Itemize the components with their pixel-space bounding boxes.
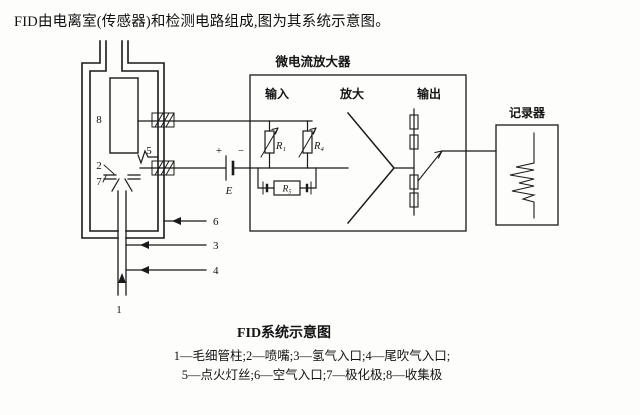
hydrogen-inlet-number-label: 3 (213, 240, 219, 252)
r1-label: R₁ (275, 141, 286, 152)
label-leaders (102, 164, 115, 183)
gain-section-label: 放大 (339, 86, 364, 101)
recorder: 记录器 (495, 106, 559, 226)
amplifier-border (249, 74, 467, 232)
output-section-label: 输出 (417, 86, 441, 101)
page: FID由电离室(传感器)和检测电路组成,图为其系统示意图。 (0, 14, 640, 385)
caption-title: FID系统示意图 (236, 326, 332, 341)
resistor-r1: R₁ (260, 120, 286, 169)
gas-inlet-makeup: 4 (125, 265, 219, 277)
capillary-column: 1 (116, 273, 126, 316)
gas-inlet-air: 6 (163, 216, 219, 228)
legend-line-1: 1—毛细管柱;2—喷嘴;3—氢气入口;4—尾吹气入口; (173, 349, 451, 363)
ignition-filament (137, 149, 159, 165)
battery-plus-label: + (216, 145, 222, 157)
insulator-hatch-top (151, 112, 175, 128)
chamber-walls (81, 40, 165, 239)
r5-label: R₅ (281, 185, 291, 195)
nozzle-number-label: 2 (96, 160, 102, 172)
polarizer-number-label: 7 (96, 176, 102, 188)
caption: FID系统示意图 1—毛细管柱;2—喷嘴;3—氢气入口;4—尾吹气入口; 5—点… (0, 322, 640, 385)
resistor-r4: R₄ (298, 120, 324, 169)
chromatogram-trace (509, 132, 537, 219)
input-section-label: 输入 (265, 86, 289, 101)
makeup-inlet-arrowhead (140, 266, 149, 274)
opamp-symbol (346, 111, 395, 225)
column-number-label: 1 (116, 304, 122, 316)
fid-system-diagram: 8 2 7 5 6 3 4 1 微电 (81, 40, 559, 316)
recorder-box (495, 124, 559, 226)
gas-inlet-hydrogen: 3 (125, 240, 219, 252)
collector-number-label: 8 (96, 114, 102, 126)
filament-number-label: 5 (146, 145, 152, 157)
hydrogen-inlet-arrowhead (140, 241, 149, 249)
intro-text: FID由电离室(传感器)和检测电路组成,图为其系统示意图。 (14, 14, 390, 30)
micro-current-amplifier: 微电流放大器 输入 放大 输出 + − E R₁ (216, 54, 497, 232)
nozzle (111, 178, 133, 192)
resistor-r5: R₅ (257, 167, 317, 196)
column-flow-arrowhead (118, 273, 126, 283)
r4-label: R₄ (313, 141, 324, 152)
air-inlet-arrowhead (172, 217, 181, 225)
polarizing-electrode (103, 174, 141, 180)
battery-minus-label: − (238, 145, 244, 157)
output-attenuator (393, 108, 443, 216)
battery-e-label: E (225, 185, 233, 197)
recorder-label: 记录器 (509, 106, 546, 120)
battery: + − E (216, 145, 244, 197)
makeup-inlet-number-label: 4 (213, 265, 219, 277)
amplifier-title-label: 微电流放大器 (274, 54, 351, 69)
capillary-tube (117, 190, 127, 296)
selector-wiper-arrow (417, 150, 443, 182)
legend-line-2: 5—点火灯丝;6—空气入口;7—极化极;8—收集极 (181, 367, 443, 382)
air-inlet-number-label: 6 (213, 216, 219, 228)
collector-electrode (109, 77, 139, 154)
